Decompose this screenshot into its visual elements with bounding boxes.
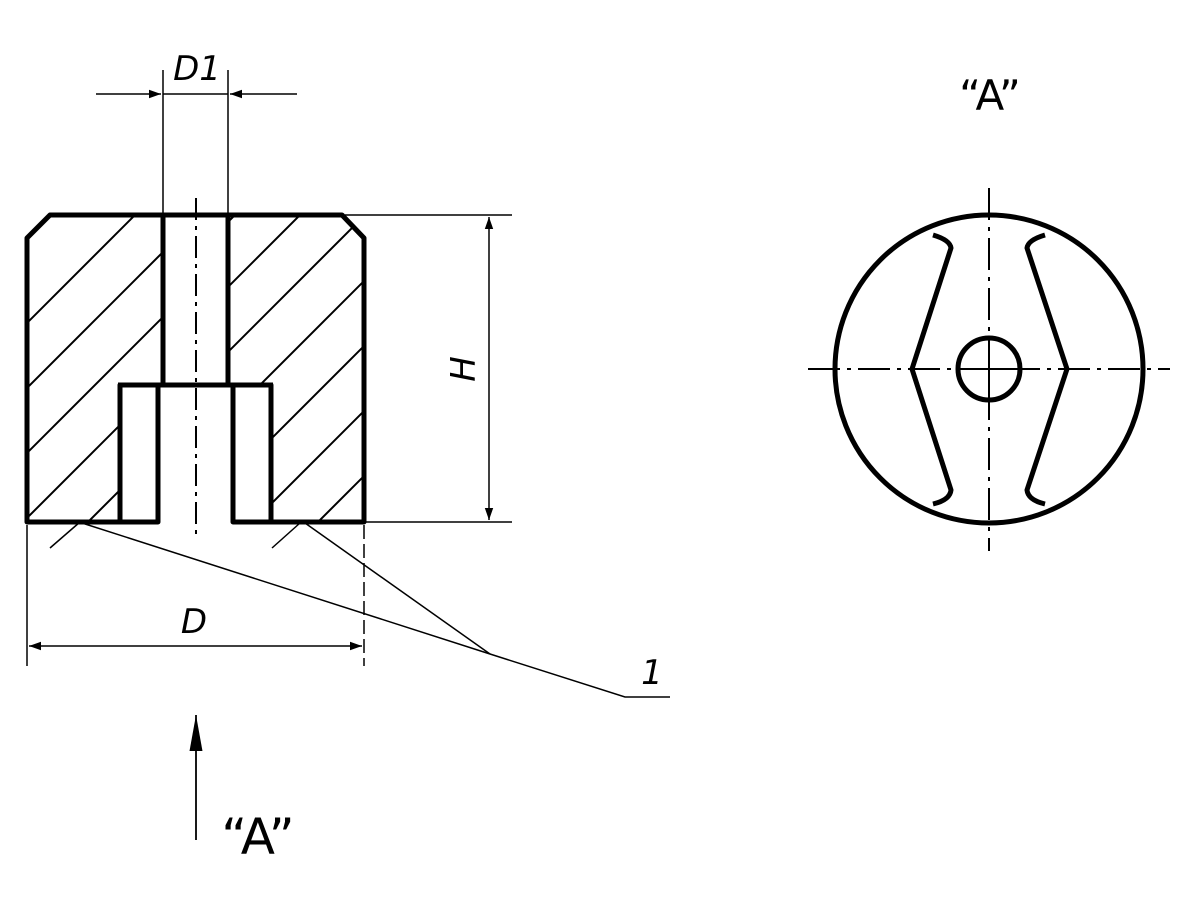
view-a: [808, 188, 1170, 551]
body-outline: [24, 212, 367, 525]
label-item-1: 1: [641, 653, 663, 693]
dimension-d1: [96, 70, 297, 215]
dimension-h: [345, 214, 512, 523]
section-view: [24, 198, 367, 535]
leader-item-1: [49, 521, 670, 698]
label-d: D: [181, 602, 207, 642]
view-a-title: “A”: [959, 71, 1021, 120]
label-h: H: [444, 356, 484, 382]
label-view-arrow-a: “A”: [221, 808, 294, 866]
dimension-d: [26, 525, 365, 666]
label-d1: D1: [173, 49, 221, 89]
